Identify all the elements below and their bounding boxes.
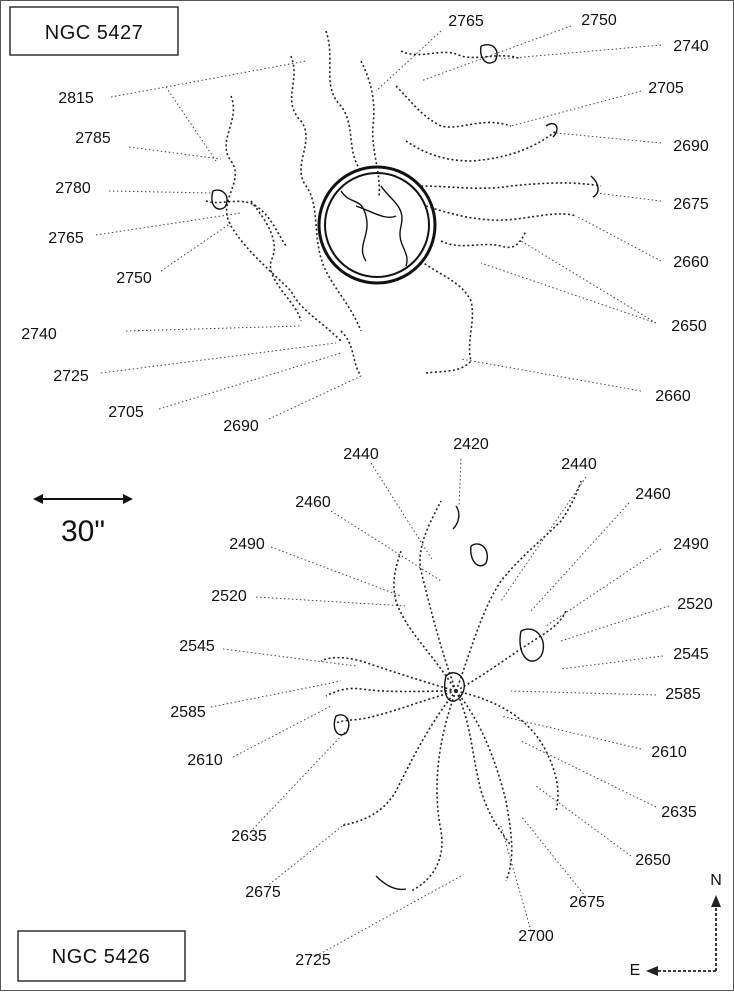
scale-bar-label: 30" xyxy=(61,515,105,548)
contour-label: 2750 xyxy=(581,12,617,29)
contour-label: 2815 xyxy=(58,90,94,107)
contour-label: 2460 xyxy=(295,494,331,511)
contour-label: 2635 xyxy=(661,804,697,821)
contour-label: 2585 xyxy=(170,704,206,721)
contour-label: 2650 xyxy=(671,318,707,335)
contour-label: 2690 xyxy=(673,138,709,155)
ngc5427-contours xyxy=(205,30,602,377)
contour-label: 2420 xyxy=(453,436,489,453)
contour-label: 2765 xyxy=(48,230,84,247)
galaxy-ring-inner xyxy=(324,172,430,278)
contour-label: 2750 xyxy=(116,270,152,287)
contour-label: 2650 xyxy=(635,852,671,869)
contour-label: 2660 xyxy=(673,254,709,271)
contour-label: 2635 xyxy=(231,828,267,845)
contour-label: 2740 xyxy=(21,326,57,343)
contour-label: 2705 xyxy=(648,80,684,97)
contour-label: 2675 xyxy=(245,884,281,901)
ngc5426-labels: 2440 2420 2440 2460 2460 2490 2490 2520 … xyxy=(170,436,713,969)
title-ngc5427: NGC 5427 xyxy=(45,22,144,44)
contour-label: 2610 xyxy=(187,752,223,769)
contour-label: 2690 xyxy=(223,418,259,435)
ngc5426-contours xyxy=(320,480,582,892)
contour-label: 2675 xyxy=(569,894,605,911)
ngc5426-leader-lines xyxy=(210,458,670,957)
contour-label: 2490 xyxy=(229,536,265,553)
contour-label: 2460 xyxy=(635,486,671,503)
contour-label: 2440 xyxy=(561,456,597,473)
contour-label: 2520 xyxy=(211,588,247,605)
contour-label: 2585 xyxy=(665,686,701,703)
contour-label: 2610 xyxy=(651,744,687,761)
ngc5427-labels: 2815 2785 2780 2765 2750 2740 2725 2705 … xyxy=(21,12,709,435)
contour-label: 2785 xyxy=(75,130,111,147)
contour-label: 2725 xyxy=(295,952,331,969)
compass-east: E xyxy=(630,962,641,979)
contour-label: 2545 xyxy=(673,646,709,663)
compass-north: N xyxy=(710,872,722,889)
contour-label: 2700 xyxy=(518,928,554,945)
title-box-bottom xyxy=(17,930,186,982)
title-ngc5426: NGC 5426 xyxy=(52,946,151,968)
contour-label: 2520 xyxy=(677,596,713,613)
contour-label: 2740 xyxy=(673,38,709,55)
contour-label: 2660 xyxy=(655,388,691,405)
contour-label: 2780 xyxy=(55,180,91,197)
contour-label: 2490 xyxy=(673,536,709,553)
contour-label: 2440 xyxy=(343,446,379,463)
contour-label: 2765 xyxy=(448,13,484,30)
scale-bar xyxy=(33,494,133,504)
contour-label: 2705 xyxy=(108,404,144,421)
ngc5427-leader-lines xyxy=(95,25,662,420)
galaxy-ring-outer xyxy=(317,165,437,285)
contour-label: 2545 xyxy=(179,638,215,655)
compass-arrows xyxy=(646,895,721,976)
contour-label: 2675 xyxy=(673,196,709,213)
contour-label: 2725 xyxy=(53,368,89,385)
title-box-top xyxy=(9,6,179,56)
